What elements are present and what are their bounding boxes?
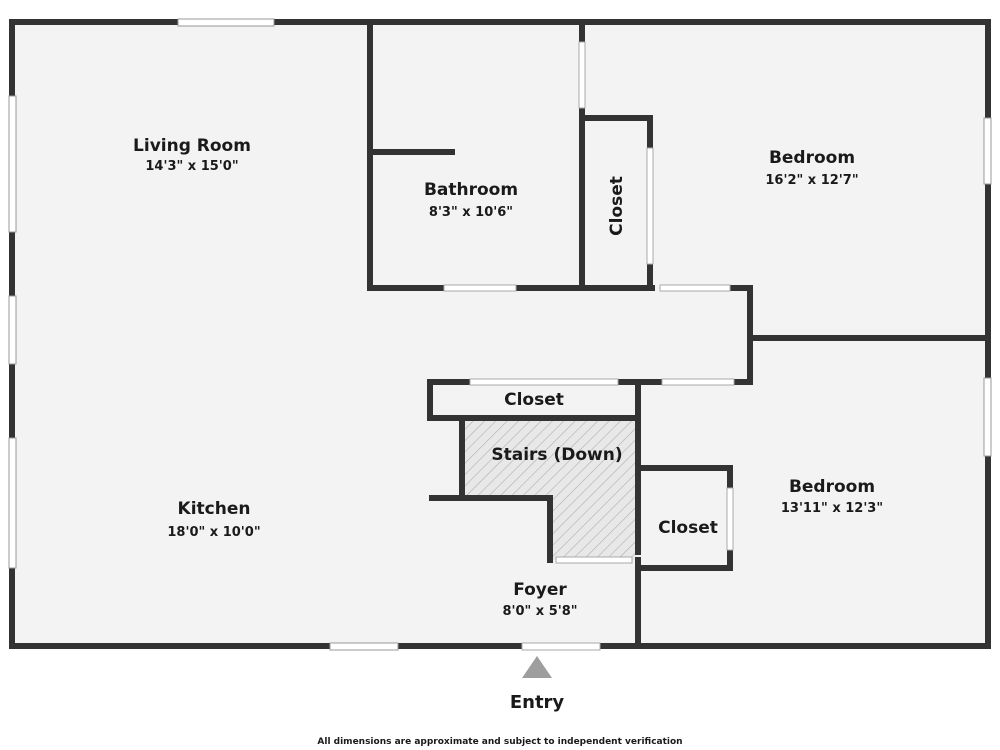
bathroom-dims: 8'3" x 10'6" <box>429 205 513 220</box>
door-closet-hall <box>469 378 619 386</box>
door-entry <box>521 642 601 651</box>
window-left-living <box>8 95 17 233</box>
entry-arrow-icon <box>522 656 552 678</box>
foyer-name: Foyer <box>513 580 567 600</box>
living-room-dims: 14'3" x 15'0" <box>145 159 238 174</box>
closet-hall-name: Closet <box>504 390 564 410</box>
bedroom-lower-name: Bedroom <box>789 477 875 497</box>
door-closet-lower <box>726 487 734 551</box>
door-openings <box>443 41 735 651</box>
window-left-mid <box>8 295 17 365</box>
kitchen-dims: 18'0" x 10'0" <box>167 525 260 540</box>
window-bottom-kitchen <box>329 642 399 651</box>
window-right-bedroom-upper <box>983 117 992 185</box>
door-bedroom-upper <box>659 284 731 292</box>
closet-lower-name: Closet <box>658 518 718 538</box>
door-closet-upper <box>646 147 654 265</box>
bathroom-name: Bathroom <box>424 180 518 200</box>
living-room-name: Living Room <box>133 136 251 156</box>
bedroom-upper-dims: 16'2" x 12'7" <box>765 173 858 188</box>
windows <box>8 18 992 651</box>
window-left-kitchen <box>8 437 17 569</box>
stairs-name: Stairs (Down) <box>491 445 622 465</box>
disclaimer: All dimensions are approximate and subje… <box>317 737 682 747</box>
door-stairs <box>555 556 633 564</box>
walls <box>9 19 991 649</box>
foyer-dims: 8'0" x 5'8" <box>502 604 577 619</box>
bedroom-lower-dims: 13'11" x 12'3" <box>781 501 883 516</box>
floor-area <box>12 22 988 646</box>
stairs-hatch <box>462 420 636 560</box>
door-bathroom <box>443 284 517 292</box>
closet-upper-name: Closet <box>607 176 627 236</box>
bedroom-upper-name: Bedroom <box>769 148 855 168</box>
door-bedroom-lower <box>661 378 735 386</box>
window-right-bedroom-lower <box>983 377 992 457</box>
window-top-living <box>177 18 275 27</box>
entry-label: Entry <box>510 692 565 713</box>
door-bathroom-top <box>578 41 586 109</box>
kitchen-name: Kitchen <box>178 499 251 519</box>
